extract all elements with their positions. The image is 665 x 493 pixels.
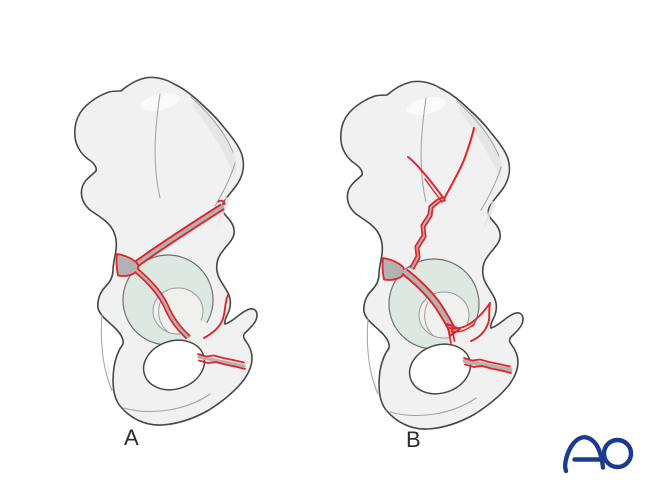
figure-b-drawing [340, 80, 524, 430]
ramus-fracture-line-upper [463, 357, 511, 368]
acetabular-fracture-line-upper [406, 269, 456, 329]
ramus-fracture-line-upper [197, 353, 245, 364]
transverse-fracture-line-lower [135, 208, 225, 269]
figure-a-fracture-lines [115, 199, 246, 370]
wing-fracture-gap [410, 197, 446, 270]
ramus-fracture-line-lower [198, 359, 246, 370]
anterior-fracture-gap-patch [381, 257, 406, 281]
ao-logo-letter-o [601, 437, 634, 470]
fork-line-to-foramen-b [447, 329, 452, 344]
wing-branch-right [443, 127, 475, 200]
transverse-fracture-line-upper [132, 203, 222, 264]
stem-fracture-gap [135, 269, 190, 339]
wing-fracture-line-left [409, 196, 443, 269]
wing-branch-left [407, 156, 445, 200]
figure-b-label: B [406, 427, 421, 452]
stem-fracture-line-right [137, 268, 191, 337]
wing-fracture-line-right [412, 199, 446, 270]
stem-fracture-line-left [134, 271, 188, 340]
ramus-fracture-gap [197, 355, 246, 368]
posterior-border-step [217, 199, 226, 205]
posterior-column-fracture-line [470, 302, 491, 342]
transverse-fracture-gap [132, 204, 225, 268]
fork-line-to-foramen-a [451, 327, 456, 342]
figure-a-label: A [124, 425, 139, 450]
fork-line-to-posterior-rim-double [450, 322, 476, 333]
wing-branch-left-double [424, 178, 443, 203]
figure-a-drawing [74, 76, 258, 426]
figure-b-fracture-lines [381, 127, 513, 374]
posterior-column-fracture-line [203, 294, 229, 339]
ramus-fracture-gap [462, 358, 513, 373]
ao-logo-letter-a [562, 435, 606, 474]
fork-line-to-posterior-rim [449, 302, 491, 330]
ramus-fracture-line-lower [464, 363, 512, 374]
ao-foundation-logo: AO [562, 435, 634, 474]
